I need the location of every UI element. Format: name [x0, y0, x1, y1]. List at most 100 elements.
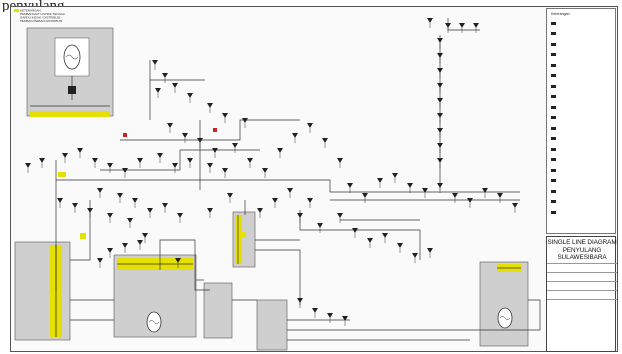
- breaker-icon: [222, 168, 228, 173]
- legend-item: [551, 32, 560, 36]
- breaker-icon: [437, 113, 443, 118]
- breaker-icon: [352, 228, 358, 233]
- breaker-icon: [262, 168, 268, 173]
- breaker-icon: [367, 238, 373, 243]
- breaker-icon: [445, 23, 451, 28]
- breaker-icon: [57, 198, 63, 203]
- breaker-icon: [317, 223, 323, 228]
- breaker-icon: [182, 133, 188, 138]
- breaker-icon: [107, 163, 113, 168]
- busbar-highlight: [30, 111, 110, 117]
- breaker-icon: [287, 188, 293, 193]
- title-block-row: [547, 272, 617, 281]
- transformer-icon: [68, 86, 76, 94]
- header-note: PEMBAGI BEBAN DISTRIBUSI: [20, 19, 63, 23]
- header-note: GARDU INDUK / DISTRIBUSI: [20, 16, 61, 20]
- breaker-icon: [382, 233, 388, 238]
- legend-symbol-icon: [551, 21, 556, 25]
- breaker-icon: [167, 123, 173, 128]
- breaker-icon: [242, 118, 248, 123]
- breaker-icon: [327, 313, 333, 318]
- breaker-icon: [257, 208, 263, 213]
- breaker-icon: [152, 60, 158, 65]
- breaker-icon: [207, 208, 213, 213]
- breaker-icon: [172, 83, 178, 88]
- breaker-icon: [122, 168, 128, 173]
- legend-symbol-icon: [551, 32, 556, 36]
- breaker-icon: [62, 153, 68, 158]
- breaker-icon: [397, 243, 403, 248]
- substation-bottom-center: [113, 254, 197, 338]
- breaker-icon: [232, 143, 238, 148]
- breaker-icon: [307, 198, 313, 203]
- breaker-icon: [392, 173, 398, 178]
- legend-item: [551, 53, 560, 57]
- legend-symbol-icon: [551, 137, 556, 141]
- breaker-icon: [272, 198, 278, 203]
- legend-symbol-icon: [551, 42, 556, 46]
- header-notes: KETERANGAN PEMBANGKIT LISTRIK TENAGA GAR…: [14, 9, 65, 23]
- title-block-row: [547, 281, 617, 290]
- header-note: KETERANGAN: [20, 9, 41, 13]
- substation-middle: [232, 211, 256, 268]
- breaker-icon: [322, 138, 328, 143]
- breaker-icon: [347, 183, 353, 188]
- breaker-icon: [452, 193, 458, 198]
- breaker-icon: [132, 198, 138, 203]
- legend-symbol-icon: [551, 105, 556, 109]
- breaker-icon: [377, 178, 383, 183]
- breaker-icon: [107, 213, 113, 218]
- breaker-icon: [197, 138, 203, 143]
- legend-item: [551, 147, 560, 151]
- breaker-icon: [162, 203, 168, 208]
- breaker-icon: [142, 233, 148, 238]
- breaker-icon: [362, 193, 368, 198]
- breaker-icon: [92, 158, 98, 163]
- breaker-icon: [512, 203, 518, 208]
- breaker-icon: [247, 158, 253, 163]
- legend-item: [551, 137, 560, 141]
- title-block-row: [547, 290, 617, 299]
- breaker-icon: [337, 213, 343, 218]
- breaker-icon: [497, 193, 503, 198]
- breaker-icon: [307, 123, 313, 128]
- legend-symbol-icon: [551, 95, 556, 99]
- legend-symbol-icon: [551, 210, 556, 214]
- switching-stations: [203, 282, 288, 351]
- breaker-icon: [437, 158, 443, 163]
- title-block-row: [547, 263, 617, 272]
- breaker-icon: [207, 103, 213, 108]
- breaker-icon: [77, 148, 83, 153]
- breaker-icon: [297, 298, 303, 303]
- breaker-icon: [155, 88, 161, 93]
- breaker-icon: [187, 158, 193, 163]
- legend-item: [551, 42, 560, 46]
- header-note: PEMBANGKIT LISTRIK TENAGA: [20, 12, 65, 16]
- breaker-icon: [292, 133, 298, 138]
- breaker-icon: [137, 240, 143, 245]
- note-color-swatch: [14, 9, 19, 12]
- legend-item: [551, 189, 560, 193]
- breaker-icon: [437, 83, 443, 88]
- breaker-icon: [407, 183, 413, 188]
- breaker-symbols: [25, 18, 518, 326]
- legend-symbol-icon: [551, 147, 556, 151]
- breaker-icon: [437, 143, 443, 148]
- legend-item: [551, 21, 560, 25]
- legend-symbol-icon: [551, 116, 556, 120]
- breaker-icon: [117, 193, 123, 198]
- breaker-icon: [312, 308, 318, 313]
- breaker-icon: [473, 23, 479, 28]
- breaker-icon: [437, 68, 443, 73]
- title-line: PENYULANG: [562, 246, 602, 254]
- breaker-icon: [25, 163, 31, 168]
- breaker-icon: [175, 258, 181, 263]
- legend-item: [551, 84, 560, 88]
- title-block: SINGLE LINE DIAGRAM PENYULANG SULAWESIBA…: [546, 236, 617, 352]
- legend-item: [551, 63, 560, 67]
- highlight-markers: [58, 172, 555, 239]
- breaker-icon: [412, 253, 418, 258]
- breaker-icon: [467, 198, 473, 203]
- legend-symbol-icon: [551, 63, 556, 67]
- breaker-icon: [162, 73, 168, 78]
